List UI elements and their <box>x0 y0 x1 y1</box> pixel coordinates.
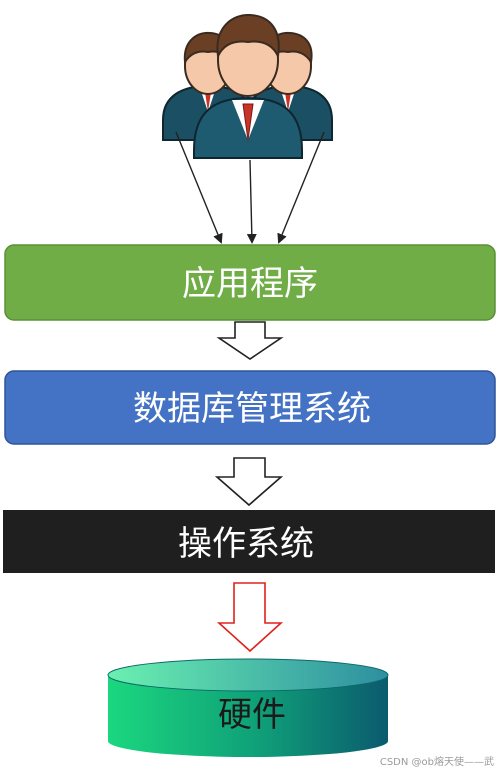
os-layer-box: 操作系统 <box>3 510 495 573</box>
user-arrow-center <box>246 159 257 244</box>
users-group-icon <box>162 13 333 159</box>
os-layer-label: 操作系统 <box>178 524 314 564</box>
flow-arrow-dbms-to-os <box>214 457 284 507</box>
hardware-cylinder: 硬件 <box>107 658 389 757</box>
dbms-layer-box: 数据库管理系统 <box>4 370 496 445</box>
user-arrow-left <box>175 131 223 244</box>
application-layer-label: 应用程序 <box>182 264 318 304</box>
watermark: CSDN @ob熔天使——武 <box>379 757 494 768</box>
flow-arrow-os-to-hardware <box>216 582 284 653</box>
user-request-arrows <box>175 131 325 244</box>
user-center-icon <box>193 13 303 159</box>
hardware-layer-label: 硬件 <box>218 695 286 735</box>
flow-arrow-app-to-dbms <box>216 321 284 360</box>
user-arrow-right <box>277 131 325 244</box>
dbms-layer-label: 数据库管理系统 <box>133 389 371 429</box>
application-layer-box: 应用程序 <box>4 244 496 321</box>
